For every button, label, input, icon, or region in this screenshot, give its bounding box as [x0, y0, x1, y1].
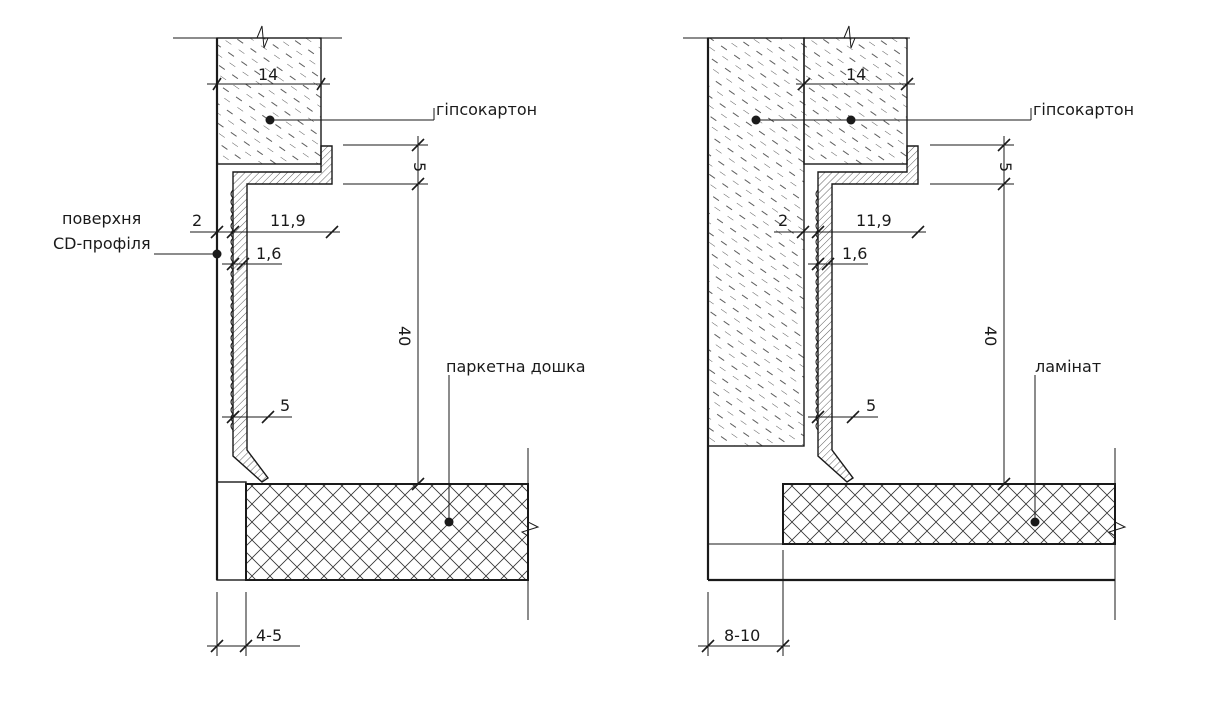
left-dim-40: 40	[395, 326, 414, 346]
left-dim-2: 2	[192, 211, 202, 230]
right-dim-5-lower: 5	[866, 396, 876, 415]
left-cd-label-line2: CD-профіля	[53, 234, 151, 253]
right-skirting-profile	[817, 145, 919, 483]
left-detail: 14 гіпсокартон 5 40 2 11,9 поверхня CD-п…	[53, 25, 586, 656]
left-gypsum-label: гіпсокартон	[436, 100, 537, 119]
right-dim-14: 14	[846, 65, 866, 84]
right-gypsum-board	[803, 37, 908, 165]
left-dim-1-6: 1,6	[256, 244, 281, 263]
right-tall-gypsum-panel	[707, 37, 805, 447]
right-dim-11-9: 11,9	[856, 211, 892, 230]
right-gypsum-label: гіпсокартон	[1033, 100, 1134, 119]
left-gypsum-board	[216, 37, 322, 165]
left-dim-5-lower: 5	[280, 396, 290, 415]
left-dim-11-9: 11,9	[270, 211, 306, 230]
right-adhesive-edge	[815, 189, 819, 431]
left-floor-break	[520, 448, 540, 620]
left-adhesive-edge	[230, 189, 234, 431]
right-detail: 14 гіпсокартон 5 40 2 11,9 1,6	[683, 25, 1134, 656]
left-base-layer	[216, 481, 247, 581]
left-skirting-profile	[232, 145, 333, 483]
right-floor-label: ламінат	[1035, 357, 1101, 376]
right-dim-5-top: 5	[996, 162, 1015, 172]
right-dim-1-6: 1,6	[842, 244, 867, 263]
right-dim-40: 40	[981, 326, 1000, 346]
right-dim-8-10: 8-10	[724, 626, 760, 645]
right-dim-2: 2	[778, 211, 788, 230]
left-cd-label-line1: поверхня	[62, 209, 141, 228]
left-cd-dot	[212, 249, 222, 259]
left-parquet-board	[245, 483, 529, 581]
left-dim-4-5: 4-5	[256, 626, 282, 645]
left-dim-5-top: 5	[410, 162, 429, 172]
left-floor-label: паркетна дошка	[446, 357, 586, 376]
right-floor-break	[1107, 448, 1127, 620]
left-dim-14: 14	[258, 65, 278, 84]
right-laminate-board	[782, 483, 1116, 545]
